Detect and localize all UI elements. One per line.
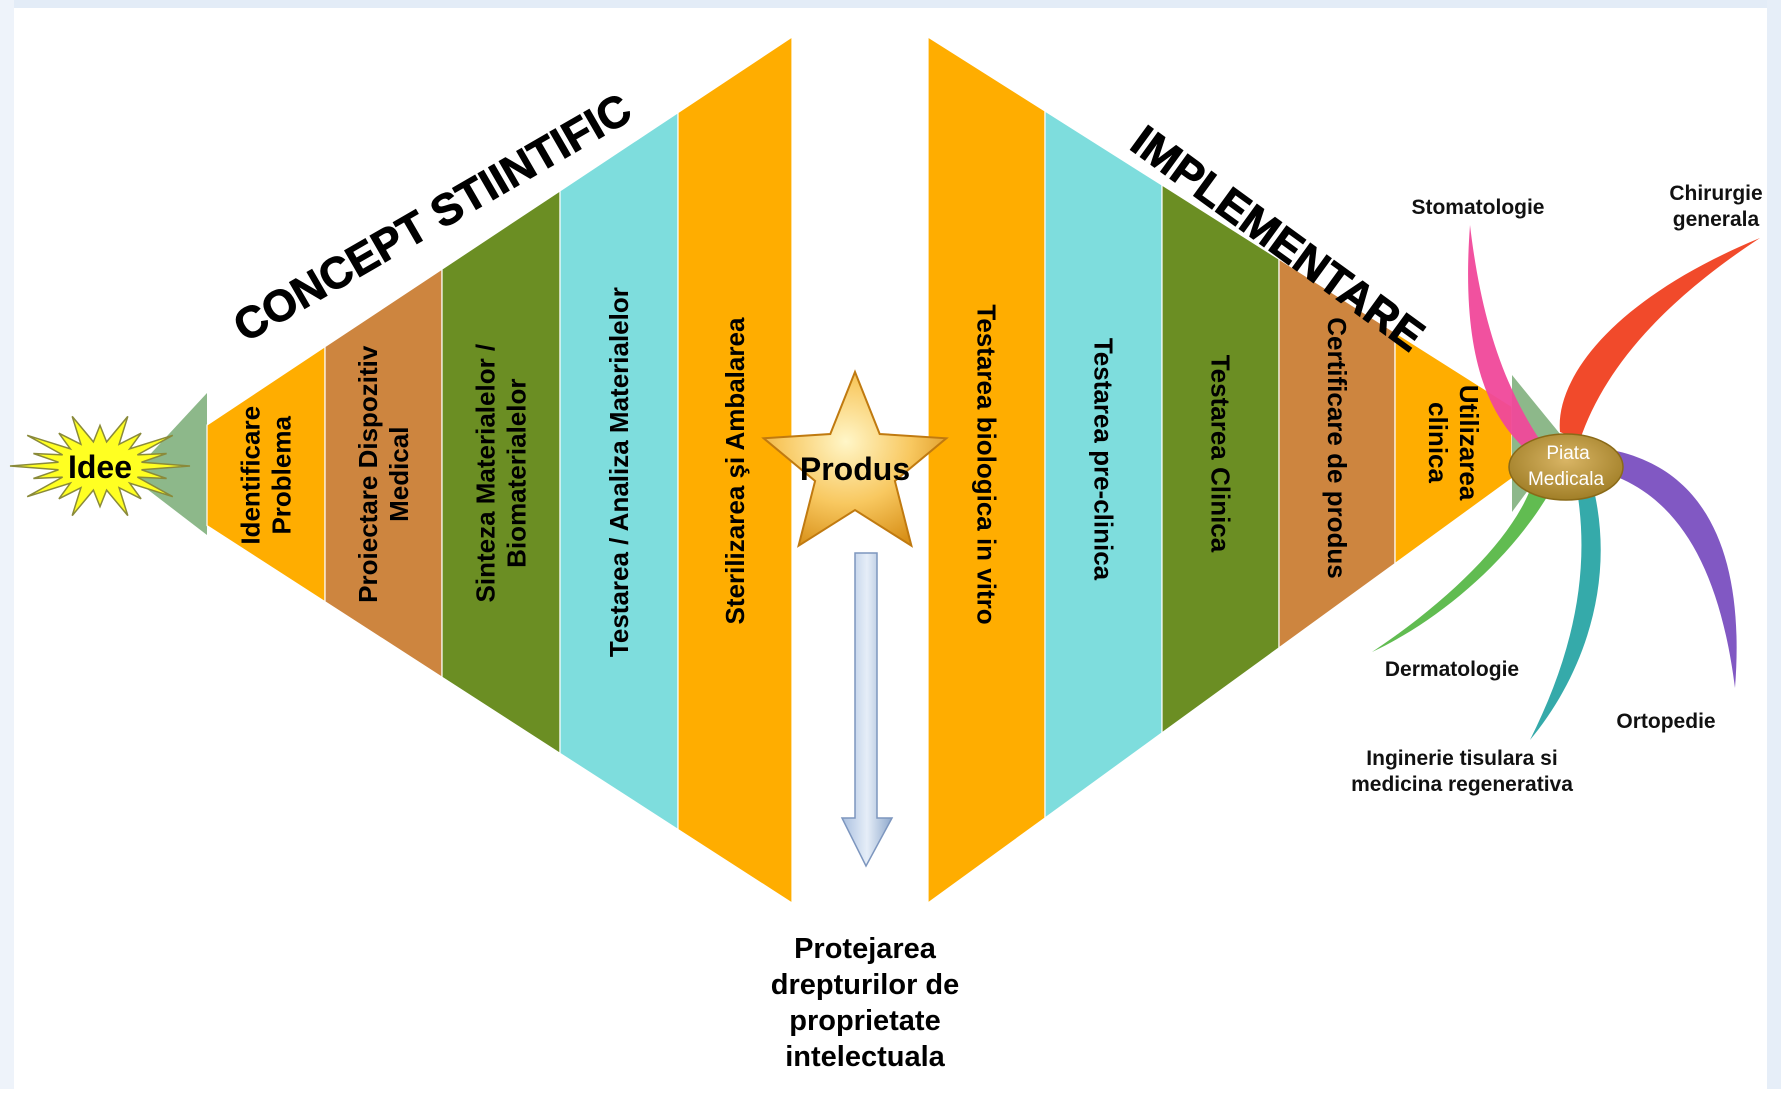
idea-label: Idee: [68, 449, 132, 485]
implementation-stages: Testarea biologica in vitro Testarea pre-…: [927, 35, 1513, 905]
concept-stage-3-label-line-2: Biomaterialelor: [502, 379, 532, 568]
ip-arrow: [840, 552, 894, 868]
market-branch-1-label-line-1: Stomatologie: [1411, 196, 1544, 219]
market-branch-labels: Stomatologie Chirurgie generalaDermatologi…: [1351, 182, 1763, 796]
market-branch-2-label-line-2: generala: [1673, 208, 1760, 231]
market-branch-3: [1372, 490, 1550, 652]
implementation-stage-1-label-line-1: Testarea biologica in vitro: [972, 304, 1002, 624]
market-branch-5-label-line-1: Ortopedie: [1616, 710, 1715, 733]
concept-stage-4-label-line-1: Testarea / Analiza Materialelor: [604, 287, 634, 657]
implementation-stage-2-label-line-1: Testarea pre-clinica: [1089, 338, 1119, 581]
market-label-line-1: Piata: [1546, 443, 1590, 464]
market-branch-4: [1530, 495, 1601, 740]
implementation-stage-3-label-line-1: Testarea Clinica: [1206, 355, 1236, 553]
market-branch-2: [1559, 238, 1760, 440]
ip-text-line-3: proprietate: [789, 1005, 940, 1037]
concept-stage-5: [677, 35, 793, 905]
product-label: Produs: [800, 451, 910, 487]
ip-text-line-1: Protejarea: [794, 933, 937, 965]
market-branches: [1372, 225, 1760, 740]
market-branch-3-label-line-1: Dermatologie: [1385, 658, 1519, 681]
product-star: Produs: [761, 369, 949, 548]
concept-stage-5-label-line-1: Sterilizarea şi Ambalarea: [720, 317, 750, 624]
ip-text-line-4: intelectuala: [785, 1041, 945, 1073]
ip-text-line-2: drepturilor de: [771, 969, 960, 1001]
market-branch-4-label-line-2: medicina regenerativa: [1351, 773, 1573, 796]
concept-stage-2-label-line-1: Proiectare Dispozitiv: [353, 345, 383, 603]
market-branch-1: [1468, 225, 1540, 455]
market-node: Piata Medicala: [1508, 433, 1624, 501]
concept-stage-1-label-line-2: Problema: [267, 416, 297, 535]
ip-protection-text: Protejarea drepturilor de proprietate intel…: [771, 933, 960, 1073]
market-label-line-2: Medicala: [1528, 469, 1604, 490]
concept-stage-3-label-line-1: Sinteza Materialelor /: [471, 344, 501, 603]
market-branch-2-label-line-1: Chirurgie: [1669, 182, 1762, 205]
implementation-stage-5-label-line-1: Utilizarea: [1454, 385, 1484, 501]
market-branch-4-label-line-1: Inginerie tisulara si: [1366, 747, 1557, 770]
idea-burst: Idee: [9, 415, 191, 517]
concept-stage-1-label-line-1: Identificare: [236, 406, 266, 545]
implementation-stage-5-label-line-2: clinica: [1423, 402, 1453, 483]
market-branch-5: [1612, 450, 1737, 688]
implementation-stage-4-label-line-1: Certificare de produs: [1322, 317, 1352, 579]
concept-stage-2-label-line-2: Medical: [384, 427, 414, 522]
